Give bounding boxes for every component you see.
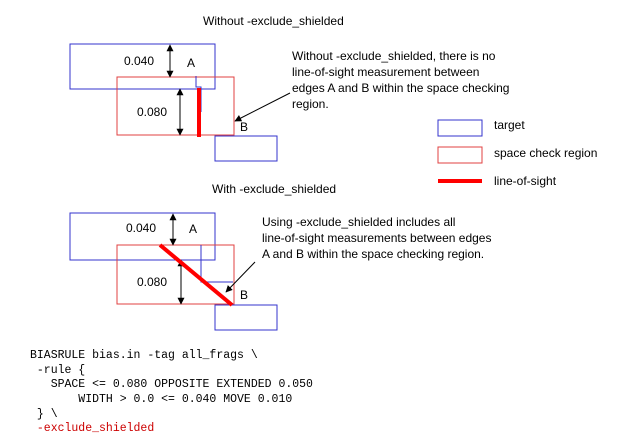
bottom-dim-label-a: 0.040 xyxy=(126,221,156,235)
top-callout-arrow xyxy=(234,92,291,122)
bottom-note-line: Using -exclude_shielded includes all xyxy=(262,215,455,229)
code-option-line: -exclude_shielded xyxy=(30,422,154,435)
top-note: Without -exclude_shielded, there is no l… xyxy=(292,49,513,111)
legend: target space check region line-of-sight xyxy=(437,118,597,188)
bottom-target-shape-b xyxy=(214,304,278,331)
code-line: BIASRULE bias.in -tag all_frags \ xyxy=(30,349,258,362)
bottom-dim-label-b: 0.080 xyxy=(137,275,167,289)
code-line: WIDTH > 0.0 <= 0.040 MOVE 0.010 xyxy=(30,393,292,406)
legend-target-label: target xyxy=(494,118,525,132)
top-note-line: Without -exclude_shielded, there is no xyxy=(292,49,496,63)
bottom-note: Using -exclude_shielded includes all lin… xyxy=(262,215,495,261)
legend-target-swatch xyxy=(437,119,483,137)
top-dim-label-b: 0.080 xyxy=(137,105,167,119)
legend-line-of-sight-label: line-of-sight xyxy=(494,174,557,188)
top-figure: Without -exclude_shielded 0.040 0.080 A … xyxy=(69,14,513,162)
top-space-check-region xyxy=(116,76,235,136)
bottom-edge-b-label: B xyxy=(240,288,248,302)
bottom-note-line: A and B within the space checking region… xyxy=(262,247,484,261)
bottom-target-shape-a xyxy=(69,212,216,261)
bottom-line-of-sight xyxy=(158,243,234,307)
bottom-edge-a-notch xyxy=(200,245,233,283)
top-target-shape-b xyxy=(214,135,278,162)
legend-space-check-label: space check region xyxy=(494,146,597,160)
top-dim-label-a: 0.040 xyxy=(124,54,154,68)
bottom-space-check-region xyxy=(116,244,235,305)
bottom-callout-arrow xyxy=(225,261,256,293)
top-target-shape-a xyxy=(69,43,216,90)
legend-space-check-swatch xyxy=(437,146,483,164)
code-line: } \ xyxy=(30,408,58,421)
code-block: BIASRULE bias.in -tag all_frags \ -rule … xyxy=(30,349,313,435)
top-note-line: line-of-sight measurement between xyxy=(292,65,479,79)
code-line: -rule { xyxy=(30,364,85,377)
bottom-edge-a-label: A xyxy=(189,222,197,236)
top-edge-a-label: A xyxy=(187,56,195,70)
code-line: SPACE <= 0.080 OPPOSITE EXTENDED 0.050 xyxy=(30,378,313,391)
top-note-line: edges A and B within the space checking xyxy=(292,81,509,95)
bottom-figure: With -exclude_shielded 0.040 0.080 A B U… xyxy=(69,182,495,331)
top-edge-b-label: B xyxy=(240,120,248,134)
bottom-note-line: line-of-sight measurements between edges xyxy=(262,231,491,245)
top-figure-title: Without -exclude_shielded xyxy=(203,14,344,28)
top-note-line: region. xyxy=(292,97,329,111)
bottom-figure-title: With -exclude_shielded xyxy=(212,182,336,196)
